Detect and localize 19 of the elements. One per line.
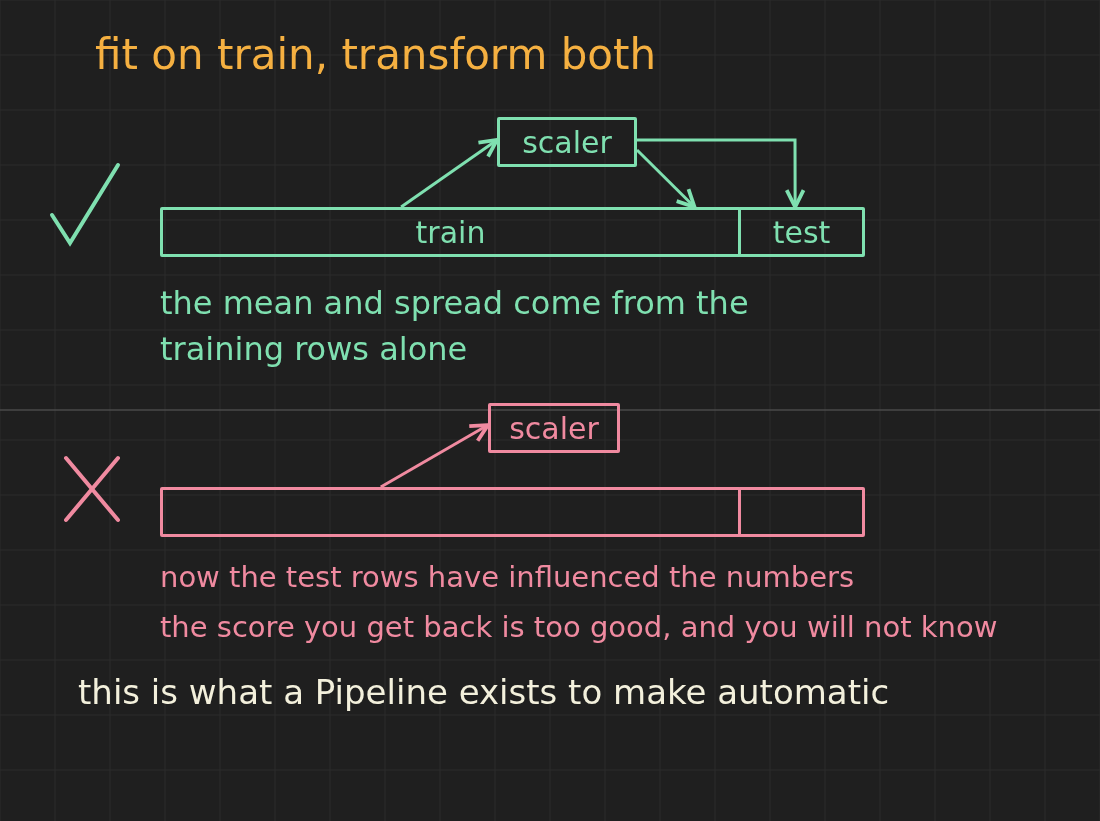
- node-label: train: [415, 214, 486, 250]
- empty-box: [738, 487, 865, 537]
- process-box: [488, 403, 620, 453]
- arrow: [400, 138, 499, 209]
- process-box: [738, 207, 865, 257]
- arrow: [635, 148, 697, 209]
- node-label: scaler: [509, 410, 599, 446]
- node-label: test: [772, 214, 831, 250]
- note-text: this is what a Pipeline exists to make automatic: [78, 672, 890, 712]
- empty-box: [160, 487, 741, 537]
- node-label: scaler: [522, 124, 612, 160]
- note-text: the score you get back is too good, and you will not know: [160, 610, 998, 644]
- note-text: the mean and spread come from the training rows alone: [160, 283, 750, 370]
- arrow: [380, 423, 490, 489]
- process-box: [497, 117, 637, 167]
- title: fit on train, transform both: [95, 30, 657, 79]
- arrow: [637, 138, 806, 209]
- process-box: [160, 207, 741, 257]
- note-text: now the test rows have influenced the numbers: [160, 560, 855, 594]
